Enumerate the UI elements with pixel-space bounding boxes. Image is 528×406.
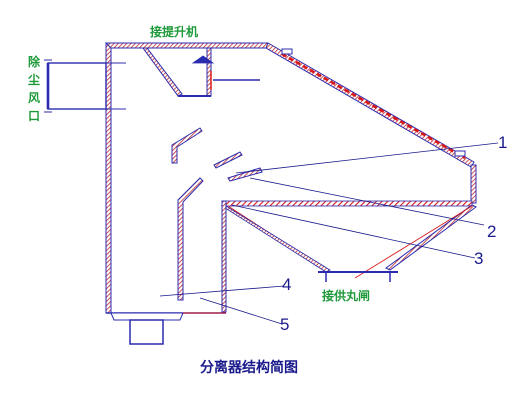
screen [221,200,473,207]
label-dust-3: 风 [28,91,40,105]
dust-duct [44,59,126,113]
inlet-hopper [142,47,260,97]
label-dust-2: 尘 [28,72,40,87]
number-2: 2 [487,222,496,241]
number-3: 3 [474,249,483,268]
right-wall [470,164,477,204]
number-4: 4 [282,275,291,294]
label-dust-1: 除 [28,54,41,69]
bottom-outlet [106,312,226,345]
top-wall [104,42,271,49]
baffles [171,127,263,182]
slanted-wall [265,42,475,168]
label-shot-gate: 接供丸闸 [322,288,370,303]
label-elevator: 接提升机 [150,24,198,39]
diagram-caption: 分离器结构简图 [200,359,298,376]
hopper [220,204,477,282]
label-dust-4: 口 [28,109,40,123]
number-5: 5 [280,315,289,334]
number-1: 1 [498,133,507,152]
inner-chute [177,177,227,313]
left-wall [105,42,112,314]
leader-lines [159,142,499,325]
